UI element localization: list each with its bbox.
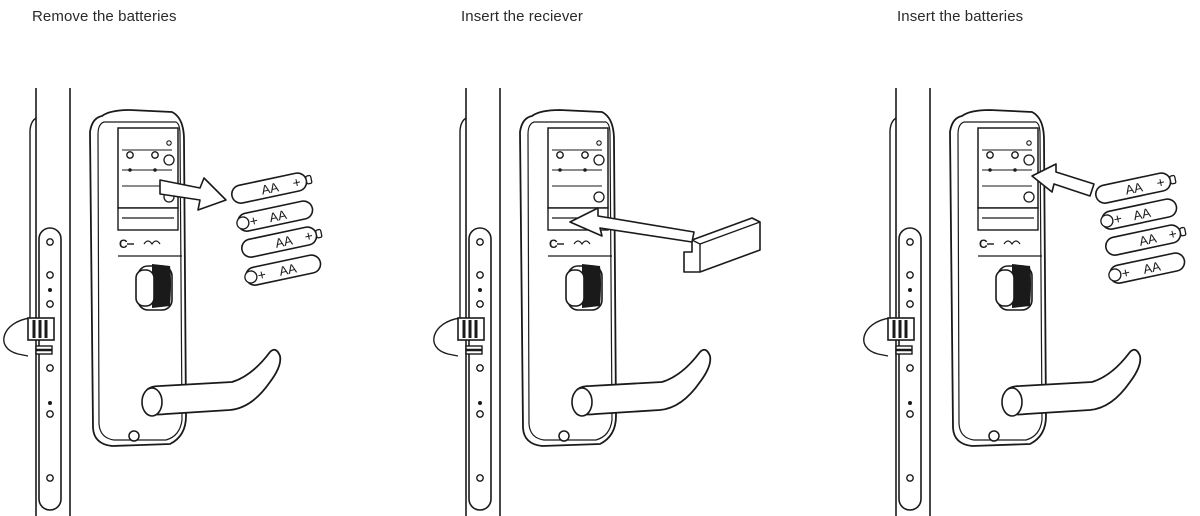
step-title: Insert the reciever [461, 8, 583, 25]
battery-icon: + AA [235, 198, 316, 234]
battery-icon: + AA [1099, 196, 1180, 232]
step-insert-batteries: Insert the batteries AA + + AA [860, 0, 1200, 516]
svg-text:+: + [303, 227, 314, 244]
svg-text:AA: AA [268, 207, 288, 225]
svg-text:AA: AA [278, 260, 298, 278]
battery-icon: + AA [243, 252, 324, 288]
door-lock-icon [432, 86, 712, 516]
svg-text:+: + [1155, 174, 1166, 191]
svg-text:AA: AA [1132, 205, 1152, 223]
arrow-icon [159, 177, 227, 211]
door-lock-illustration: AA + + AA AA + + AA [862, 86, 1188, 516]
svg-text:+: + [1120, 264, 1131, 281]
svg-text:+: + [291, 174, 302, 191]
receiver-icon [683, 217, 761, 273]
svg-text:AA: AA [260, 179, 280, 197]
door-lock-icon [862, 86, 1142, 516]
arrow-icon [569, 207, 695, 243]
step-title: Remove the batteries [32, 8, 177, 25]
svg-text:+: + [1112, 210, 1123, 227]
svg-text:AA: AA [1124, 179, 1144, 197]
battery-icon: AA + [229, 170, 313, 206]
battery-icon: AA + [1103, 222, 1187, 258]
svg-text:+: + [256, 266, 267, 283]
step-insert-receiver: Insert the reciever [430, 0, 830, 516]
door-lock-illustration: AA + + AA AA + + AA [2, 86, 324, 516]
svg-text:+: + [248, 212, 259, 229]
battery-icon: AA + [1093, 170, 1177, 206]
svg-text:AA: AA [274, 232, 294, 250]
door-lock-illustration [432, 86, 761, 516]
step-title: Insert the batteries [897, 8, 1024, 25]
svg-text:AA: AA [1138, 230, 1158, 248]
batteries: AA + + AA AA + + AA [229, 170, 324, 288]
svg-text:+: + [1167, 225, 1178, 242]
svg-text:AA: AA [1142, 258, 1162, 276]
battery-icon: AA + [239, 224, 323, 260]
door-lock-icon [2, 86, 282, 516]
batteries: AA + + AA AA + + AA [1093, 170, 1188, 286]
battery-icon: + AA [1107, 250, 1188, 286]
arrow-icon [1031, 163, 1095, 197]
step-remove-batteries: Remove the batteries AA + + AA [0, 0, 400, 516]
